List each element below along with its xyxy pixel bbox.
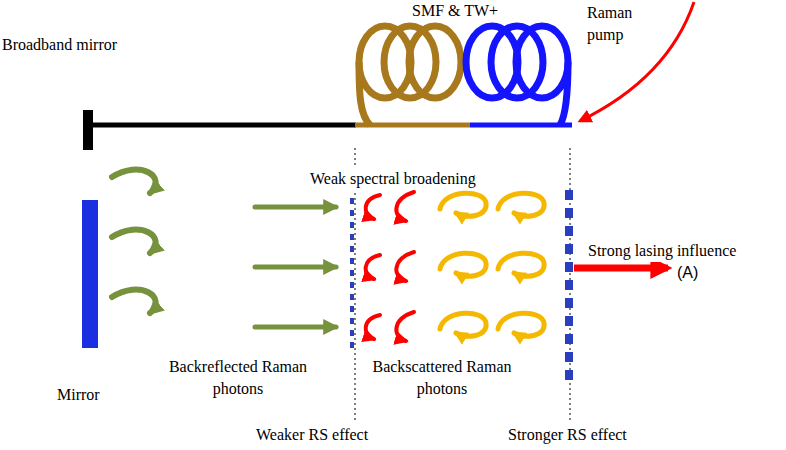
boundary-dot [350, 210, 354, 216]
photon-arrow [498, 253, 544, 276]
photon-arrow [255, 325, 336, 330]
photon-arrows [112, 169, 544, 341]
photon-arrow [255, 265, 336, 270]
label: Broadband mirror [0, 34, 119, 56]
photon-arrow [112, 229, 156, 253]
boundary-dot [565, 370, 573, 380]
boundary-dot [350, 342, 354, 348]
boundary-dot [565, 298, 573, 308]
photon-arrow [498, 193, 544, 216]
label: Backscattered Raman photons [356, 356, 528, 400]
boundary-dot [350, 306, 354, 312]
boundary-dot [565, 226, 573, 236]
smf-fiber [355, 123, 470, 128]
tw-fiber [470, 123, 572, 128]
boundary-dot [350, 282, 354, 288]
photon-arrow [440, 313, 486, 336]
boundary-dot [350, 294, 354, 300]
photon-arrow [112, 169, 156, 193]
label: Weak spectral broadening [308, 168, 478, 190]
boundary-dot [565, 316, 573, 326]
boundary-dot [565, 352, 573, 362]
photon-arrow [255, 205, 336, 210]
boundary-dot [350, 330, 354, 336]
boundary-dot [350, 318, 354, 324]
photon-arrow [396, 252, 414, 281]
photon-arrow [112, 289, 156, 313]
photon-arrow [396, 192, 414, 221]
fiber-coils [359, 26, 568, 125]
fiber-lead [92, 123, 356, 128]
boundary-dot [350, 246, 354, 252]
label: Stronger RS effect [506, 424, 629, 446]
mirror-bar [82, 200, 98, 348]
boundary-dot [350, 270, 354, 276]
boundary-dot [350, 234, 354, 240]
boundary-dot [565, 244, 573, 254]
output-arrow [574, 265, 668, 272]
label: Mirror [55, 384, 102, 406]
label: Raman pump [585, 2, 649, 46]
boundary-dot [565, 208, 573, 218]
photon-arrow [396, 312, 414, 341]
pump-arrow [580, 2, 694, 121]
broadband-mirror [83, 110, 93, 150]
boundary-dot [565, 262, 573, 272]
photon-arrow [366, 315, 380, 339]
boundary-dot [565, 280, 573, 290]
boundary-dot [350, 258, 354, 264]
photon-arrow [366, 255, 380, 279]
rs-boundary-dots [350, 190, 573, 380]
photon-arrow [366, 195, 380, 219]
photon-arrow [498, 313, 544, 336]
label: SMF & TW+ [410, 0, 500, 22]
photon-arrow [440, 253, 486, 276]
boundary-dot [350, 222, 354, 228]
boundary-dot [350, 198, 354, 204]
label: Strong lasing influence [586, 240, 738, 262]
label: Weaker RS effect [254, 424, 370, 446]
label: (A) [675, 262, 700, 284]
boundary-dot [565, 190, 573, 200]
label: Backreflected Raman photons [146, 356, 330, 400]
boundary-dot [565, 334, 573, 344]
photon-arrow [440, 193, 486, 216]
